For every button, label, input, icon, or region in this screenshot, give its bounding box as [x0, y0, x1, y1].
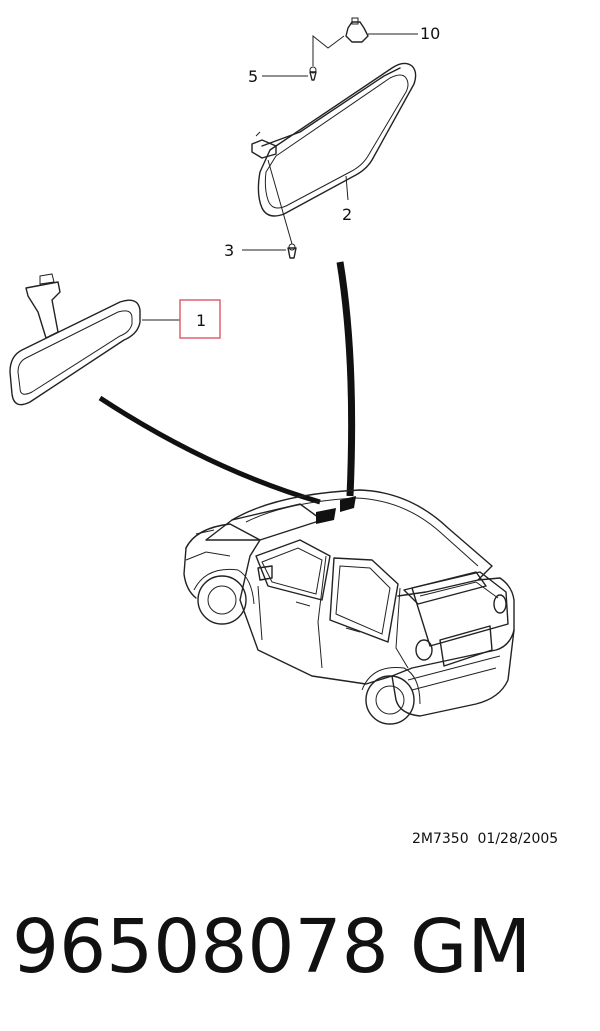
screw-5: [309, 66, 317, 81]
rearview-mirror: [9, 273, 141, 406]
part-number: 96508078: [12, 904, 389, 990]
drawing-code: 2M7350 01/28/2005: [412, 831, 559, 847]
callout-2: 2: [342, 205, 352, 224]
brand-label: GM: [410, 904, 532, 990]
pointer-arc-visor: [336, 261, 356, 497]
callout-10: 10: [420, 24, 440, 43]
car-illustration: [183, 489, 515, 725]
callout-1-highlight-box: [179, 299, 221, 339]
sun-visor: [251, 62, 417, 217]
visor-clip: [345, 17, 369, 43]
callout-1: 1: [196, 311, 206, 330]
pointer-arc-mirror: [98, 395, 321, 505]
callout-5: 5: [248, 67, 258, 86]
screw-3: [287, 243, 297, 259]
callout-3: 3: [224, 241, 234, 260]
